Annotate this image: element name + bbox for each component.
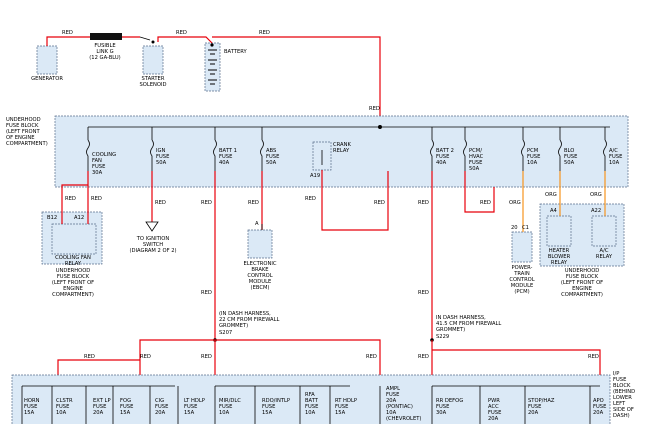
- fuse-pcm-hvac: PCM/ HVAC FUSE 50A: [469, 148, 484, 172]
- ebcm-label: ELECTRONIC BRAKE CONTROL MODULE (EBCM): [243, 261, 277, 291]
- fuse-ac: A/C FUSE 10A: [609, 148, 623, 166]
- wire-label-red-abs: RED: [248, 200, 259, 206]
- wire-label-red-cf1: RED: [65, 196, 76, 202]
- ip-fuse-apo: APO FUSE 20A: [593, 398, 607, 416]
- fuse-symbols: [86, 139, 607, 171]
- battery-symbol: [208, 49, 217, 85]
- wire-label-red-batt1: RED: [201, 200, 212, 206]
- wire-label-red-crank: RED: [305, 196, 316, 202]
- fuse-cooling-fan: COOLING FAN FUSE 30A: [92, 152, 117, 176]
- wire-label-red-ip6: RED: [588, 354, 599, 360]
- wire-label-red-ign: RED: [155, 200, 166, 206]
- ip-fuse-lt-hdlp: LT HDLP FUSE 15A: [184, 398, 205, 416]
- wire-label-red-2: RED: [176, 30, 187, 36]
- crank-relay-label: CRANK RELAY: [333, 142, 351, 154]
- wire-label-red-ip1: RED: [140, 354, 151, 360]
- starter-solenoid-label: STARTER SOLENOID: [139, 76, 167, 88]
- wire-label-red-ip4: RED: [366, 354, 377, 360]
- fuse-batt2: BATT 2 FUSE 40A: [436, 148, 454, 166]
- fuse-batt1: BATT 1 FUSE 40A: [219, 148, 237, 166]
- fuse-abs: ABS FUSE 50A: [266, 148, 280, 166]
- wire-label-red-h2: RED: [418, 290, 429, 296]
- fuse-ign: IGN FUSE 50A: [156, 148, 170, 166]
- ip-block-title: I/P FUSE BLOCK (BEHIND LOWER LEFT SIDE O…: [613, 371, 636, 419]
- relays-right-caption: UNDERHOOD FUSE BLOCK (LEFT FRONT OF ENGI…: [560, 268, 604, 298]
- top-red-wires: [46, 36, 381, 117]
- pin-b12: B12: [47, 215, 58, 221]
- ip-fuse-rr-defog: RR DEFOG FUSE 30A: [436, 398, 464, 416]
- wire-label-red-pcm-hvac: RED: [480, 200, 491, 206]
- wire-label-red-batt2: RED: [418, 200, 429, 206]
- ip-fuse-stop-haz: STOP/HAZ FUSE 20A: [528, 398, 555, 416]
- underhood-bus: [87, 125, 610, 140]
- pin-a4: A4: [550, 208, 557, 214]
- wire-label-red-h1: RED: [201, 290, 212, 296]
- ip-fuse-mir-dlc: MIR/DLC FUSE 10A: [219, 398, 241, 416]
- ip-fuse-clstr: CLSTR FUSE 10A: [56, 398, 73, 416]
- harness-left-label: (IN DASH HARNESS, 22 CM FROM FIREWALL GR…: [219, 311, 280, 329]
- starter-solenoid-box: [142, 45, 164, 75]
- splice-s207-label: S207: [219, 330, 233, 336]
- battery-box: [204, 42, 221, 92]
- ip-fuse-ext-lp: EXT LP FUSE 20A: [93, 398, 111, 416]
- wire-label-red-cf2: RED: [91, 196, 102, 202]
- splice-s229-label: S229: [436, 334, 450, 340]
- pcm-module-box: [511, 231, 533, 263]
- ebcm-pin: A: [255, 221, 259, 227]
- wire-label-red-1: RED: [62, 30, 73, 36]
- wire-label-org-pcm: ORG: [509, 200, 521, 206]
- ac-relay-label: A/C RELAY: [595, 248, 613, 260]
- pin-a12: A12: [74, 215, 85, 221]
- fuse-blo: BLO FUSE 50A: [564, 148, 578, 166]
- cooling-fan-relay-caption: UNDERHOOD FUSE BLOCK (LEFT FRONT OF ENGI…: [51, 268, 95, 298]
- ip-fuse-cig: CIG FUSE 20A: [155, 398, 169, 416]
- ac-relay-box: [591, 215, 617, 247]
- generator-box: [36, 45, 58, 75]
- heater-blower-relay-label: HEATER BLOWER RELAY: [547, 248, 571, 266]
- ebcm-box: [247, 229, 273, 259]
- ip-fuse-pwr-acc: PWR ACC FUSE 20A: [488, 398, 502, 422]
- pcm-pin-c1: C1: [522, 225, 529, 231]
- ip-fuse-rfa-batt: RFA BATT FUSE 10A: [305, 392, 319, 416]
- ip-fuse-horn: HORN FUSE 15A: [24, 398, 40, 416]
- underhood-red-wires: [61, 170, 495, 340]
- battery-terminal: [210, 43, 214, 47]
- cooling-fan-relay-label: COOLING FAN RELAY: [55, 255, 91, 267]
- ip-bus: [21, 385, 600, 424]
- wire-label-red-ip5: RED: [418, 354, 429, 360]
- underhood-block-title: UNDERHOOD FUSE BLOCK (LEFT FRONT OF ENGI…: [6, 117, 48, 147]
- pcm-pin-20: 20: [511, 225, 518, 231]
- wire-label-red-3: RED: [259, 30, 270, 36]
- ip-fuse-ampl: AMPL FUSE 20A (PONTIAC) 10A (CHEVROLET): [386, 386, 422, 422]
- generator-label: GENERATOR: [31, 76, 63, 82]
- battery-label: BATTERY: [224, 49, 247, 55]
- ip-fuse-fog: FOG FUSE 15A: [120, 398, 134, 416]
- ip-fuse-block: [11, 374, 611, 424]
- solenoid-stub: [139, 36, 151, 41]
- ip-red-wires: [57, 339, 601, 375]
- wire-label-red-ip3: RED: [201, 354, 212, 360]
- wire-label-red-ip2: RED: [84, 354, 95, 360]
- ip-fuse-rdo-intlp: RDO/INTLP FUSE 15A: [262, 398, 291, 416]
- wire-label-red-main: RED: [369, 106, 380, 112]
- solenoid-terminal: [151, 40, 155, 44]
- pin-a22: A22: [591, 208, 602, 214]
- fusible-link-label: FUSIBLE LINK G (12 GA-BLU): [89, 43, 121, 61]
- fuse-pcm: PCM FUSE 10A: [527, 148, 541, 166]
- wire-label-red-crank2: RED: [374, 200, 385, 206]
- ignition-switch-label: TO IGNITION SWITCH (DIAGRAM 2 OF 2): [129, 236, 177, 254]
- pcm-module-label: POWER- TRAIN CONTROL MODULE (PCM): [509, 265, 535, 295]
- cooling-fan-relay-inner: [51, 223, 97, 255]
- wire-label-org-blo: ORG: [545, 192, 557, 198]
- heater-relay-box: [546, 215, 572, 247]
- ip-fuse-rt-hdlp: RT HDLP FUSE 15A: [335, 398, 357, 416]
- pin-a19: A19: [310, 173, 321, 179]
- harness-right-label: IN DASH HARNESS, 41.5 CM FROM FIREWALL G…: [436, 315, 502, 333]
- fusible-link: [90, 33, 122, 40]
- wire-label-org-ac: ORG: [590, 192, 602, 198]
- ignition-switch-arrow: [145, 221, 159, 232]
- orange-wires: [522, 171, 606, 232]
